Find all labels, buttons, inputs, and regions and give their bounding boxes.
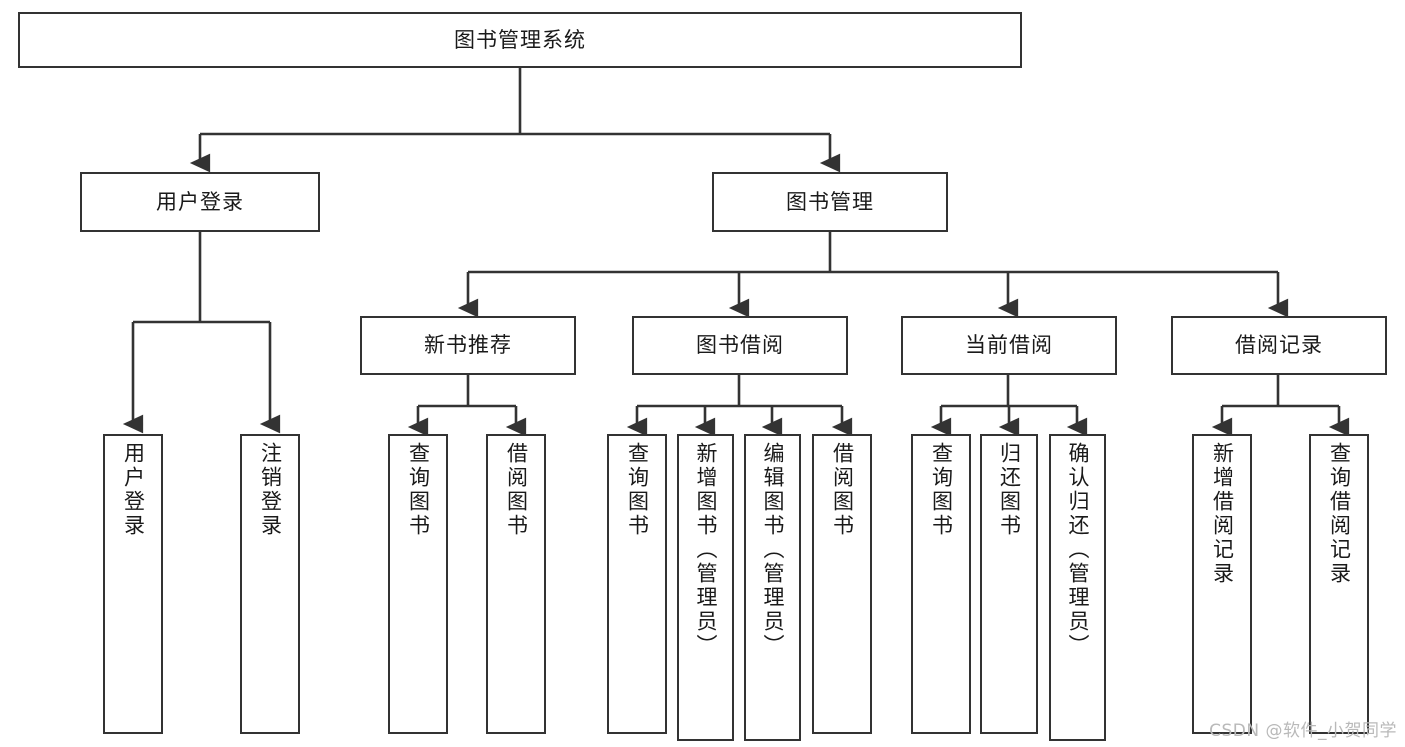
node-leaf-rec-query-label: 查询图书 [406,442,431,538]
node-leaf-user-login-label: 用户登录 [121,442,146,538]
node-leaf-borrow-query-label: 查询图书 [625,442,650,538]
node-leaf-cur-query-label: 查询图书 [929,442,954,538]
node-leaf-borrow-edit[interactable]: 编辑图书（管理员） [744,434,801,741]
node-leaf-borrow-lend[interactable]: 借阅图书 [812,434,872,734]
node-user-login[interactable]: 用户登录 [80,172,320,232]
node-book-manage-label: 图书管理 [786,189,874,214]
node-leaf-cur-confirm-label: 确认归还（管理员） [1066,442,1090,658]
node-leaf-rec-search-label: 查询借阅记录 [1327,442,1352,586]
node-book-manage[interactable]: 图书管理 [712,172,948,232]
node-leaf-borrow-query[interactable]: 查询图书 [607,434,667,734]
node-leaf-rec-add-label: 新增借阅记录 [1210,442,1235,586]
node-leaf-rec-add[interactable]: 新增借阅记录 [1192,434,1252,734]
node-leaf-borrow-edit-label: 编辑图书（管理员） [761,442,785,658]
node-leaf-rec-query[interactable]: 查询图书 [388,434,448,734]
node-leaf-cur-return-label: 归还图书 [997,442,1022,538]
node-leaf-borrow-add[interactable]: 新增图书（管理员） [677,434,734,741]
node-leaf-cur-return[interactable]: 归还图书 [980,434,1038,734]
node-book-borrow[interactable]: 图书借阅 [632,316,848,375]
node-leaf-user-login[interactable]: 用户登录 [103,434,163,734]
node-borrow-record-label: 借阅记录 [1235,333,1323,358]
node-leaf-cur-query[interactable]: 查询图书 [911,434,971,734]
node-leaf-rec-borrow-label: 借阅图书 [504,442,529,538]
node-leaf-user-logout-label: 注销登录 [258,442,283,538]
node-borrow-record[interactable]: 借阅记录 [1171,316,1387,375]
node-book-borrow-label: 图书借阅 [696,333,784,358]
node-current-borrow[interactable]: 当前借阅 [901,316,1117,375]
node-root-label: 图书管理系统 [454,27,586,52]
node-leaf-rec-search[interactable]: 查询借阅记录 [1309,434,1369,734]
node-leaf-cur-confirm[interactable]: 确认归还（管理员） [1049,434,1106,741]
node-current-borrow-label: 当前借阅 [965,333,1053,358]
node-new-book-rec[interactable]: 新书推荐 [360,316,576,375]
node-new-book-rec-label: 新书推荐 [424,333,512,358]
node-leaf-user-logout[interactable]: 注销登录 [240,434,300,734]
node-root[interactable]: 图书管理系统 [18,12,1022,68]
node-leaf-borrow-add-label: 新增图书（管理员） [694,442,718,658]
node-leaf-borrow-lend-label: 借阅图书 [830,442,855,538]
node-leaf-rec-borrow[interactable]: 借阅图书 [486,434,546,734]
node-user-login-label: 用户登录 [156,189,244,214]
